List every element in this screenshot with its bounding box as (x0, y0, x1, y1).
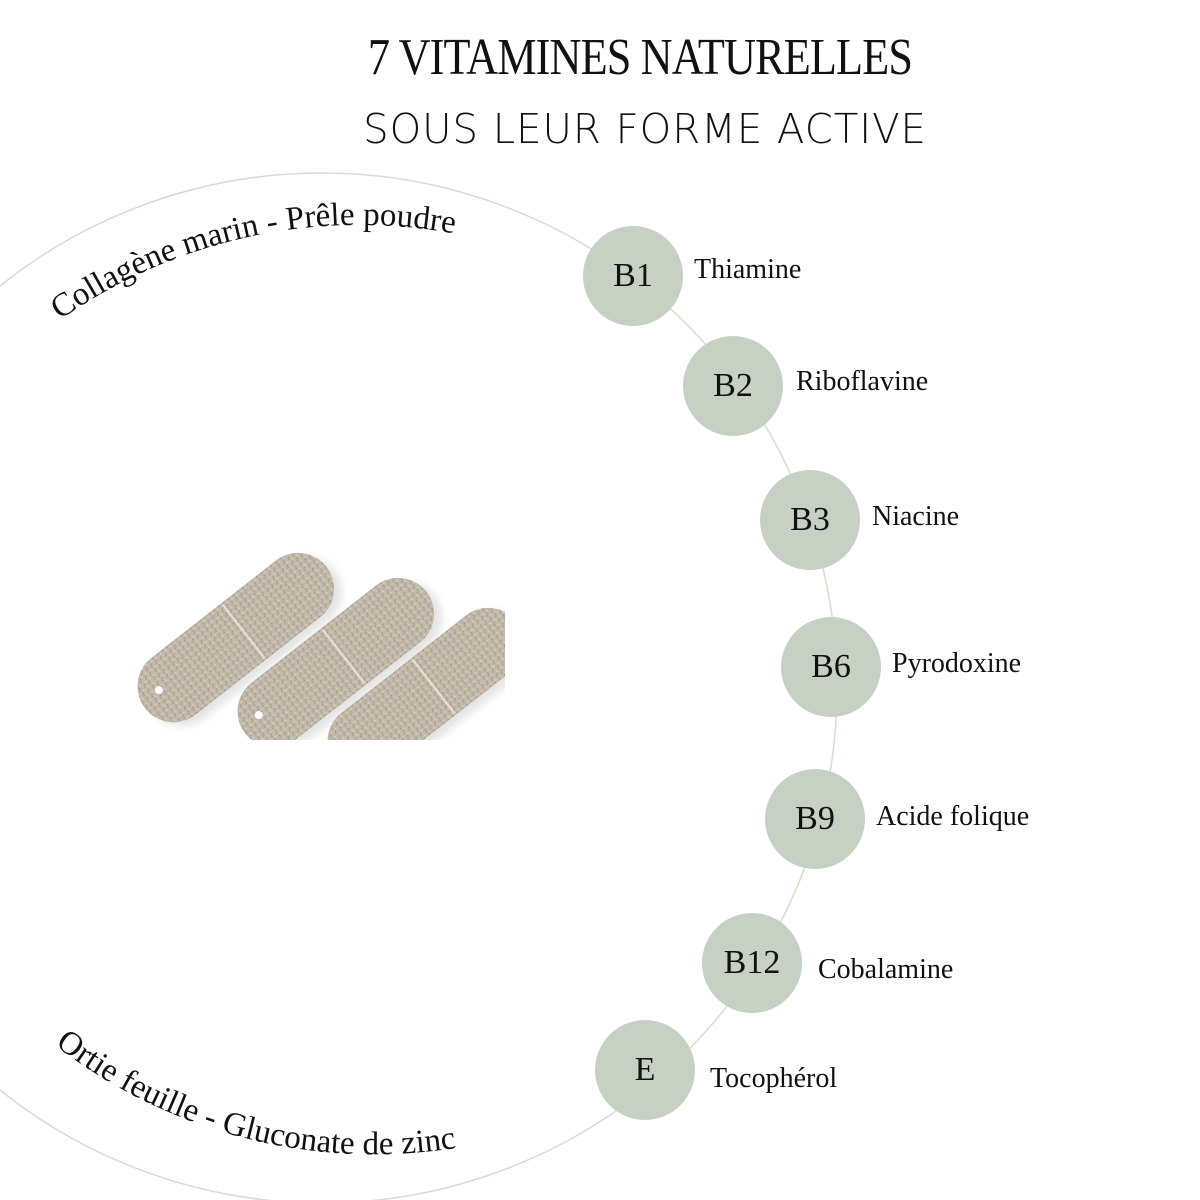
vitamin-node-b2: B2 (683, 336, 783, 436)
vitamin-name-b12: Cobalamine (818, 954, 954, 985)
vitamin-node-b1: B1 (583, 226, 683, 326)
vitamin-name-b2: Riboflavine (796, 366, 929, 397)
vitamin-code: B2 (713, 367, 753, 404)
vitamin-name-b6: Pyrodoxine (892, 648, 1022, 679)
vitamin-name-b3: Niacine (872, 501, 960, 532)
capsule-3 (327, 607, 505, 740)
vitamin-node-b12: B12 (702, 913, 802, 1013)
vitamin-code: B3 (790, 501, 830, 538)
arc-label-top: Collagène marin - Prêle poudre (44, 197, 459, 327)
capsule-1 (137, 552, 343, 727)
capsule-2 (237, 577, 443, 740)
vitamin-node-e: E (595, 1020, 695, 1120)
vitamin-code: B12 (723, 944, 781, 981)
arc-label-bottom: Ortie feuille - Gluconate de zinc (50, 1023, 458, 1163)
title-line-1: 7 VITAMINES NATURELLES (367, 29, 913, 86)
title-line-2: SOUS LEUR FORME ACTIVE (363, 105, 927, 153)
vitamin-node-b3: B3 (760, 470, 860, 570)
vitamin-code: B9 (795, 800, 835, 837)
vitamin-name-b1: Thiamine (694, 254, 802, 285)
vitamin-code: B6 (811, 648, 851, 685)
vitamin-name-e: Tocophérol (710, 1063, 838, 1094)
vitamin-node-b9: B9 (765, 769, 865, 869)
capsules-image (137, 552, 505, 740)
vitamin-code: E (634, 1051, 656, 1088)
vitamin-code: B1 (613, 257, 653, 294)
vitamin-node-b6: B6 (781, 617, 881, 717)
vitamin-name-b9: Acide folique (876, 801, 1030, 832)
